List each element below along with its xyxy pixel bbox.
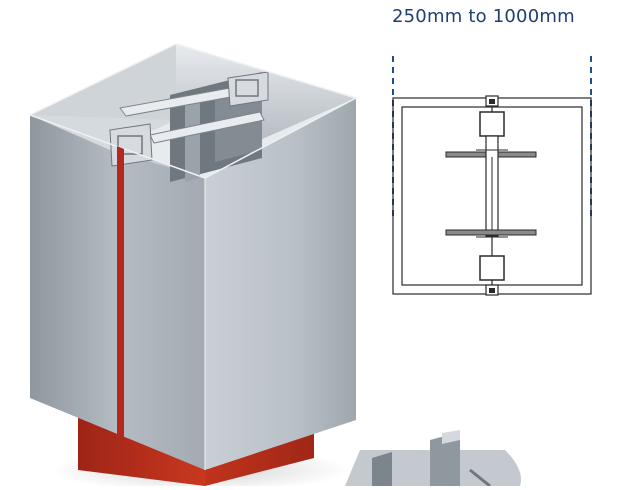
cross-section-drawing	[392, 56, 592, 296]
red-vertical-seam	[117, 146, 124, 438]
right-panel	[205, 98, 356, 470]
partial-cutaway-figure	[345, 430, 521, 488]
dimension-range-label: 250mm to 1000mm	[392, 6, 575, 27]
cladding-box	[29, 43, 358, 470]
